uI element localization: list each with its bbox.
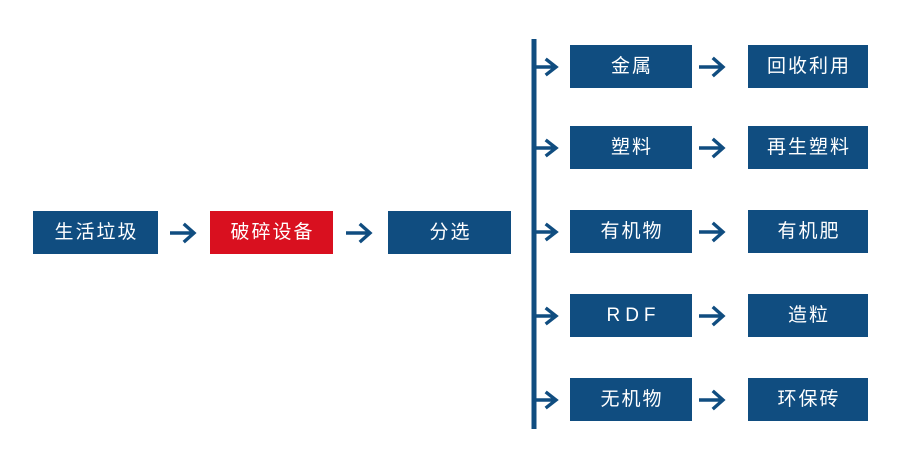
arrow-rdf-to-product (697, 294, 731, 337)
node-fraction-inorganic[interactable]: 无机物 (570, 378, 692, 421)
node-fraction-plastic[interactable]: 塑料 (570, 126, 692, 169)
arrow-organic-to-product (697, 210, 731, 253)
arrow-metal-to-product (697, 45, 731, 88)
node-product-pelletizing[interactable]: 造粒 (748, 294, 868, 337)
node-product-eco-brick[interactable]: 环保砖 (748, 378, 868, 421)
node-fraction-metal[interactable]: 金属 (570, 45, 692, 88)
arrow-crusher-to-sorting (344, 211, 378, 254)
arrow-plastic-to-product (697, 126, 731, 169)
branch-trunk-icon (530, 36, 566, 432)
arrow-input-to-crusher (168, 211, 202, 254)
node-product-recycle[interactable]: 回收利用 (748, 45, 868, 88)
node-fraction-organic[interactable]: 有机物 (570, 210, 692, 253)
node-crusher[interactable]: 破碎设备 (210, 211, 333, 254)
node-sorting[interactable]: 分选 (388, 211, 511, 254)
arrow-inorganic-to-product (697, 378, 731, 421)
node-input[interactable]: 生活垃圾 (33, 211, 158, 254)
node-product-organic-fertilizer[interactable]: 有机肥 (748, 210, 868, 253)
node-fraction-rdf[interactable]: RDF (570, 294, 692, 337)
node-product-regenerated-plastic[interactable]: 再生塑料 (748, 126, 868, 169)
